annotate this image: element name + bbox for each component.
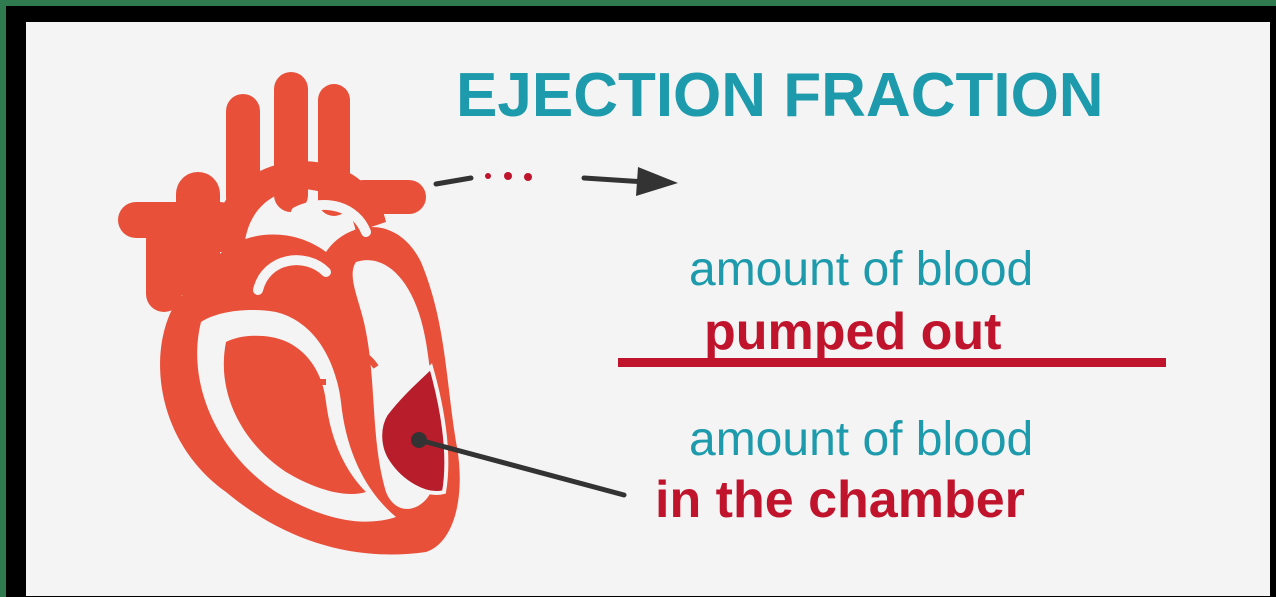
fraction-bar (618, 358, 1166, 367)
denominator-line1: amount of blood (689, 412, 1033, 467)
arrow-right-icon (436, 167, 678, 196)
numerator-line2: pumped out (704, 302, 1002, 362)
infographic-card: EJECTION FRACTION amount of blood pumped… (26, 22, 1270, 596)
page-title: EJECTION FRACTION (456, 60, 1246, 131)
numerator-line1: amount of blood (689, 242, 1033, 297)
denominator-line2: in the chamber (655, 470, 1025, 530)
